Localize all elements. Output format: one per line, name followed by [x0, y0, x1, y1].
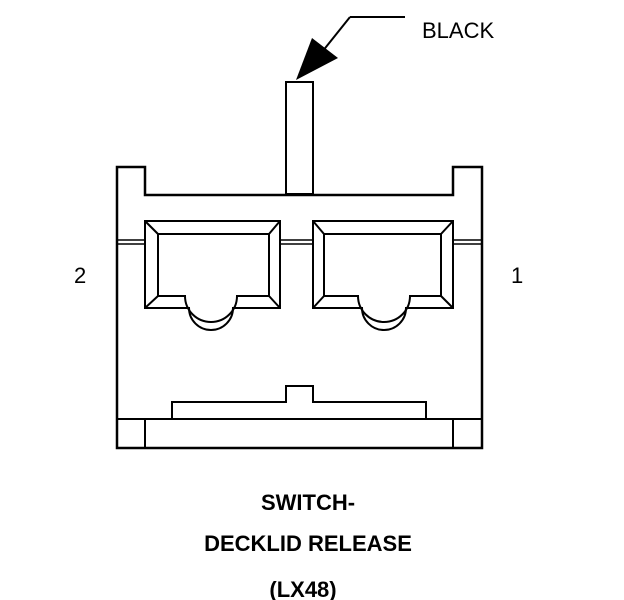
connector-body: [115, 165, 484, 450]
cavity-pin-1: [312, 220, 454, 331]
wire-label: BLACK: [422, 18, 494, 43]
pin-number-1: 1: [511, 263, 523, 288]
wire-stub: [285, 81, 314, 195]
wire-arrow-head: [296, 38, 338, 80]
cavity-pin-2: [144, 220, 281, 331]
wire-leader: [321, 16, 405, 53]
title-line-1: SWITCH-: [261, 490, 355, 515]
connector-base: [117, 418, 482, 448]
title-line-3: (LX48): [269, 577, 336, 600]
connector-latch: [171, 385, 427, 419]
title-line-2: DECKLID RELEASE: [204, 531, 412, 556]
parting-line: [117, 239, 482, 245]
pin-number-2: 2: [74, 263, 86, 288]
